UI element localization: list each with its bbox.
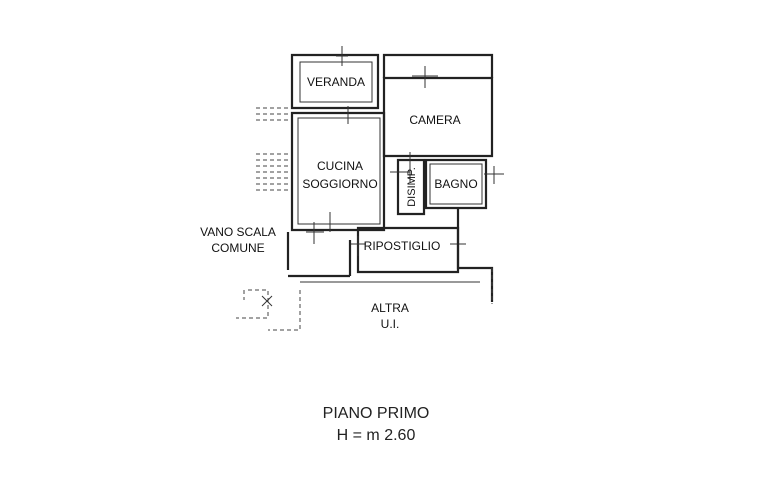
camera-room bbox=[382, 53, 494, 158]
stairs bbox=[256, 107, 290, 307]
label-bagno: BAGNO bbox=[434, 177, 477, 191]
label-vano-scala: VANO SCALA bbox=[200, 225, 276, 239]
floor-height: H = m 2.60 bbox=[337, 427, 416, 444]
label-camera: CAMERA bbox=[409, 113, 460, 127]
bagno-room bbox=[424, 158, 504, 210]
label-ripostiglio: RIPOSTIGLIO bbox=[364, 239, 441, 253]
floor-title: PIANO PRIMO bbox=[323, 405, 430, 422]
label-comune: COMUNE bbox=[211, 241, 264, 255]
label-soggiorno: SOGGIORNO bbox=[302, 177, 377, 191]
label-ui: U.I. bbox=[381, 317, 400, 331]
label-altra: ALTRA bbox=[371, 301, 409, 315]
outer-boundary bbox=[236, 208, 494, 331]
disimpegno-room bbox=[390, 152, 426, 216]
label-disimp: DISIMP. bbox=[406, 167, 418, 207]
label-cucina: CUCINA bbox=[317, 159, 363, 173]
cucina-soggiorno-room bbox=[290, 106, 386, 244]
veranda-room bbox=[290, 46, 380, 110]
label-veranda: VERANDA bbox=[307, 75, 365, 89]
